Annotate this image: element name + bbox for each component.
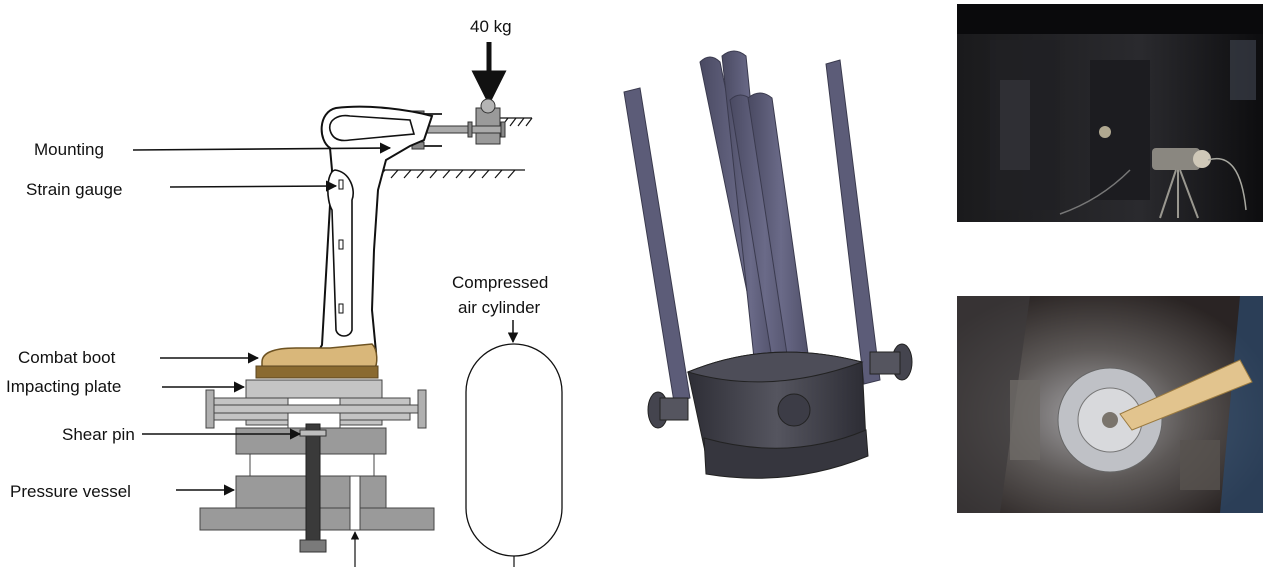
right-outer-arm bbox=[825, 59, 881, 385]
right-flange bbox=[417, 389, 427, 429]
schematic-diagram: 40 kg bbox=[6, 17, 563, 567]
boot-sole bbox=[255, 365, 379, 379]
shear-pin-label: Shear pin bbox=[62, 425, 135, 444]
strain-gauge-arrow bbox=[169, 180, 338, 192]
left-outer-arm bbox=[623, 87, 691, 403]
rig-closeup-photo bbox=[957, 296, 1263, 513]
shear-pin-bolt bbox=[305, 423, 321, 545]
center-knob bbox=[777, 393, 811, 427]
combat-boot-label: Combat boot bbox=[18, 348, 116, 367]
rig-3d-render bbox=[623, 50, 913, 479]
knee-support-hatch bbox=[377, 169, 525, 179]
load-label: 40 kg bbox=[470, 17, 512, 36]
strain-gauge-3 bbox=[338, 303, 344, 314]
base-cylinder-lower-ring bbox=[703, 429, 869, 479]
strain-gauge-1 bbox=[338, 179, 344, 190]
camera-body bbox=[1152, 148, 1200, 170]
closeup-prosthetic bbox=[1119, 359, 1253, 431]
photo-specimen bbox=[1099, 126, 1111, 138]
strain-gauge-label: Strain gauge bbox=[26, 180, 122, 199]
mounting-arrow bbox=[132, 142, 392, 154]
impacting-plate bbox=[245, 379, 383, 399]
cylinder-label-line2: air cylinder bbox=[458, 298, 541, 317]
mounting-label: Mounting bbox=[34, 140, 104, 159]
load-pivot bbox=[480, 98, 496, 114]
brace-upper-cuff bbox=[328, 114, 416, 142]
impacting-plate-label: Impacting plate bbox=[6, 377, 121, 396]
compressed-air-cylinder bbox=[465, 343, 563, 557]
strain-gauge-2 bbox=[338, 239, 344, 250]
pressure-vessel-label: Pressure vessel bbox=[10, 482, 131, 501]
left-flange bbox=[205, 389, 215, 429]
center-bar-4 bbox=[747, 92, 815, 401]
test-setup-photo bbox=[957, 4, 1263, 222]
cylinder-label-line1: Compressed bbox=[452, 273, 548, 292]
